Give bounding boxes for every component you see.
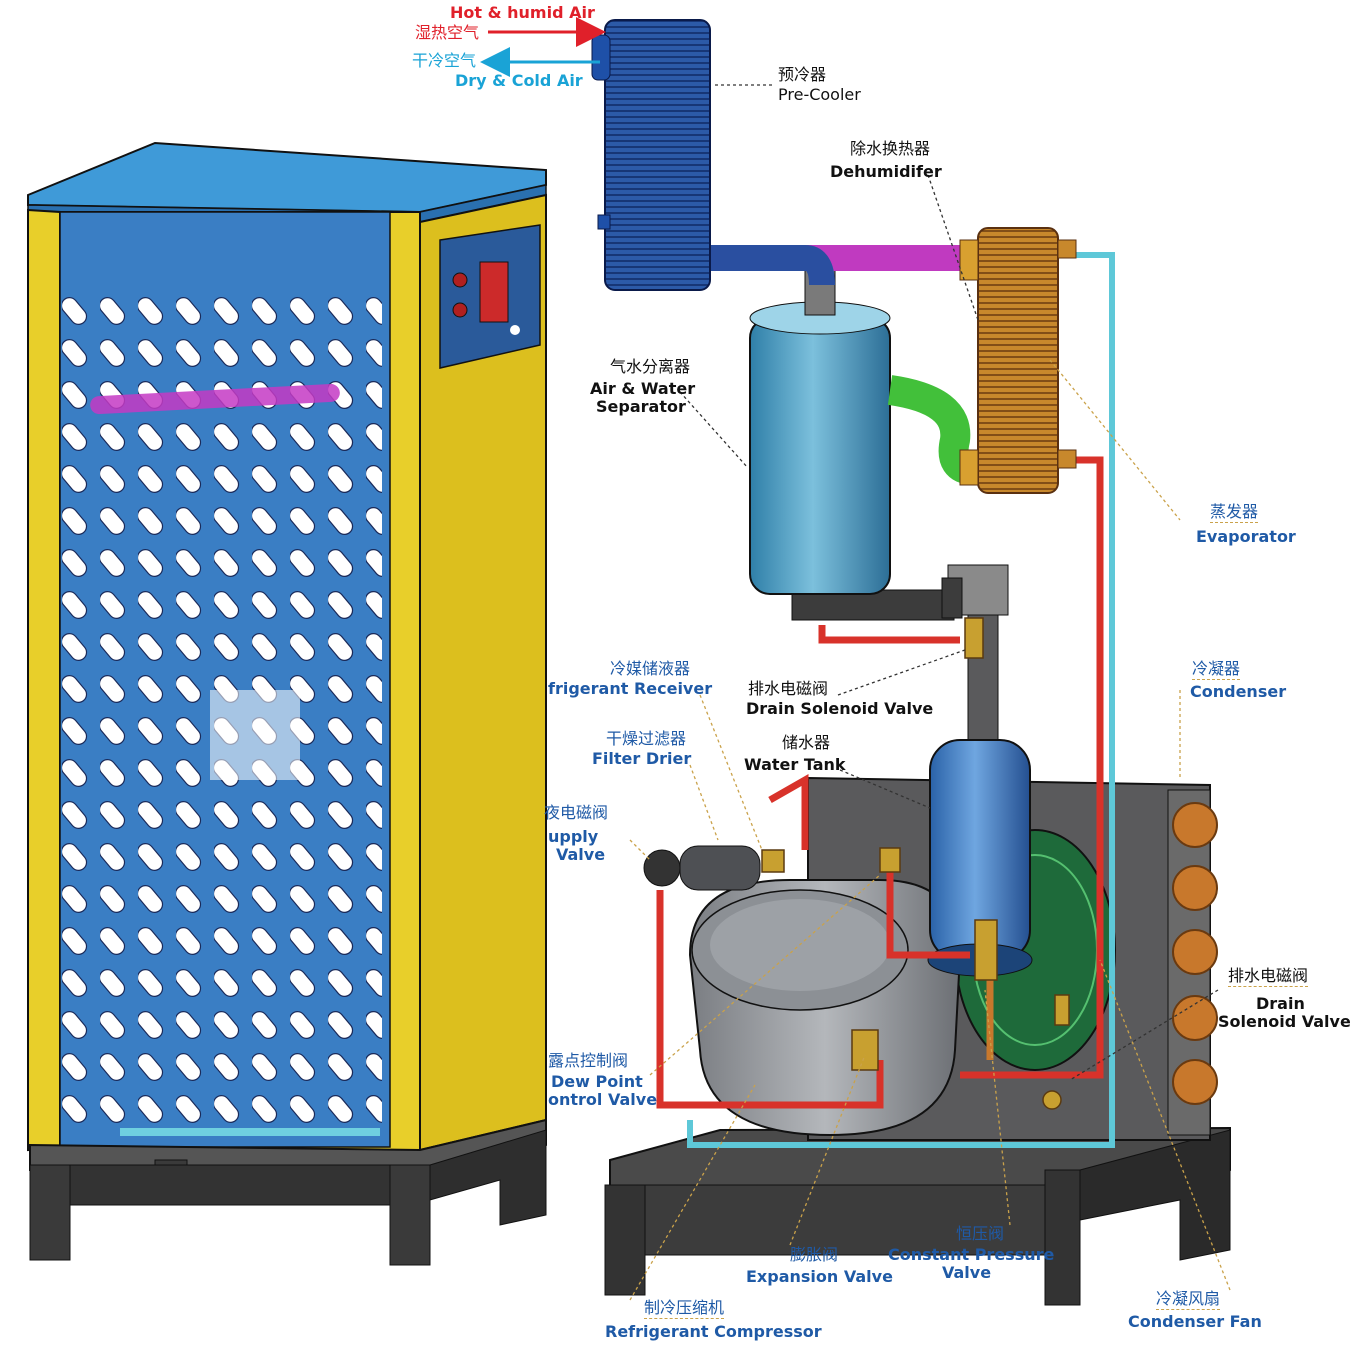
drain-valve-top-label-zh: 排水电磁阀 [748, 679, 829, 698]
machine-base [604, 1126, 1231, 1306]
separator-label-en1: Air & Water [590, 379, 696, 398]
refrigerant-receiver [643, 845, 761, 891]
evaporator-label-en: Evaporator [1196, 527, 1296, 546]
valves [761, 617, 1070, 1110]
dew-point-label-en2: ontrol Valve [548, 1090, 658, 1109]
dew-point-label-zh: 露点控制阀 [548, 1051, 629, 1070]
evaporator-heat-exchanger [959, 227, 1077, 494]
dehumidifier-label-en: Dehumidifer [830, 162, 942, 181]
drain-valve-top-label-en: Drain Solenoid Valve [746, 699, 934, 718]
hot-air-label-en: Hot & humid Air [450, 3, 595, 22]
constant-pressure-label-zh: 恒压阀 [956, 1224, 1005, 1243]
water-tank-label-en: Water Tank [744, 755, 846, 774]
compressor-label-en: Refrigerant Compressor [605, 1322, 822, 1341]
filter-drier-label-zh: 干燥过滤器 [606, 729, 687, 748]
separator-label-zh: 气水分离器 [610, 357, 691, 376]
hot-air-label-zh: 湿热空气 [415, 23, 480, 42]
precooler-label-en: Pre-Cooler [778, 85, 861, 104]
drain-valve-right-label-zh: 排水电磁阀 [1228, 966, 1309, 988]
water-tank [927, 564, 1033, 977]
compressor-label-zh: 制冷压缩机 [644, 1298, 725, 1320]
drain-valve-right-label-en2: Solenoid Valve [1218, 1012, 1350, 1031]
dehumidifier-label-zh: 除水换热器 [850, 139, 931, 158]
refrigerant-compressor [688, 879, 962, 1137]
supply-valve-label-en1: upply [548, 827, 599, 846]
dew-point-label-en1: Dew Point [551, 1072, 643, 1091]
filter-drier-label-en: Filter Drier [592, 749, 692, 768]
condenser-label-zh: 冷凝器 [1192, 659, 1241, 681]
water-tank-label-zh: 储水器 [782, 733, 831, 752]
air-water-separator [749, 269, 963, 621]
condenser-fan-label-zh: 冷凝风扇 [1156, 1289, 1221, 1311]
receiver-label-en: frigerant Receiver [548, 679, 713, 698]
supply-valve-label-zh: 夜电磁阀 [544, 803, 609, 822]
expansion-label-zh: 膨胀阀 [790, 1245, 839, 1264]
expansion-label-en: Expansion Valve [746, 1267, 893, 1286]
receiver-label-zh: 冷媒储液器 [610, 659, 691, 678]
pre-cooler [591, 19, 711, 291]
condenser-label-en: Condenser [1190, 682, 1287, 701]
dry-air-label-en: Dry & Cold Air [455, 71, 583, 90]
drain-valve-right-label-en1: Drain [1256, 994, 1305, 1013]
dry-air-label-zh: 干冷空气 [412, 51, 477, 70]
condenser-fan-label-en: Condenser Fan [1128, 1312, 1262, 1331]
refrigerant-pipes [656, 252, 1115, 1148]
separator-label-en2: Separator [596, 397, 686, 416]
constant-pressure-label-en2: Valve [942, 1263, 992, 1282]
leader-lines [629, 84, 1231, 1301]
supply-valve-label-en2: Valve [556, 845, 606, 864]
evaporator-label-zh: 蒸发器 [1210, 502, 1259, 524]
precooler-label-zh: 预冷器 [778, 65, 827, 84]
dryer-cabinet [27, 141, 547, 1266]
constant-pressure-label-en1: Constant Pressure [888, 1245, 1055, 1264]
